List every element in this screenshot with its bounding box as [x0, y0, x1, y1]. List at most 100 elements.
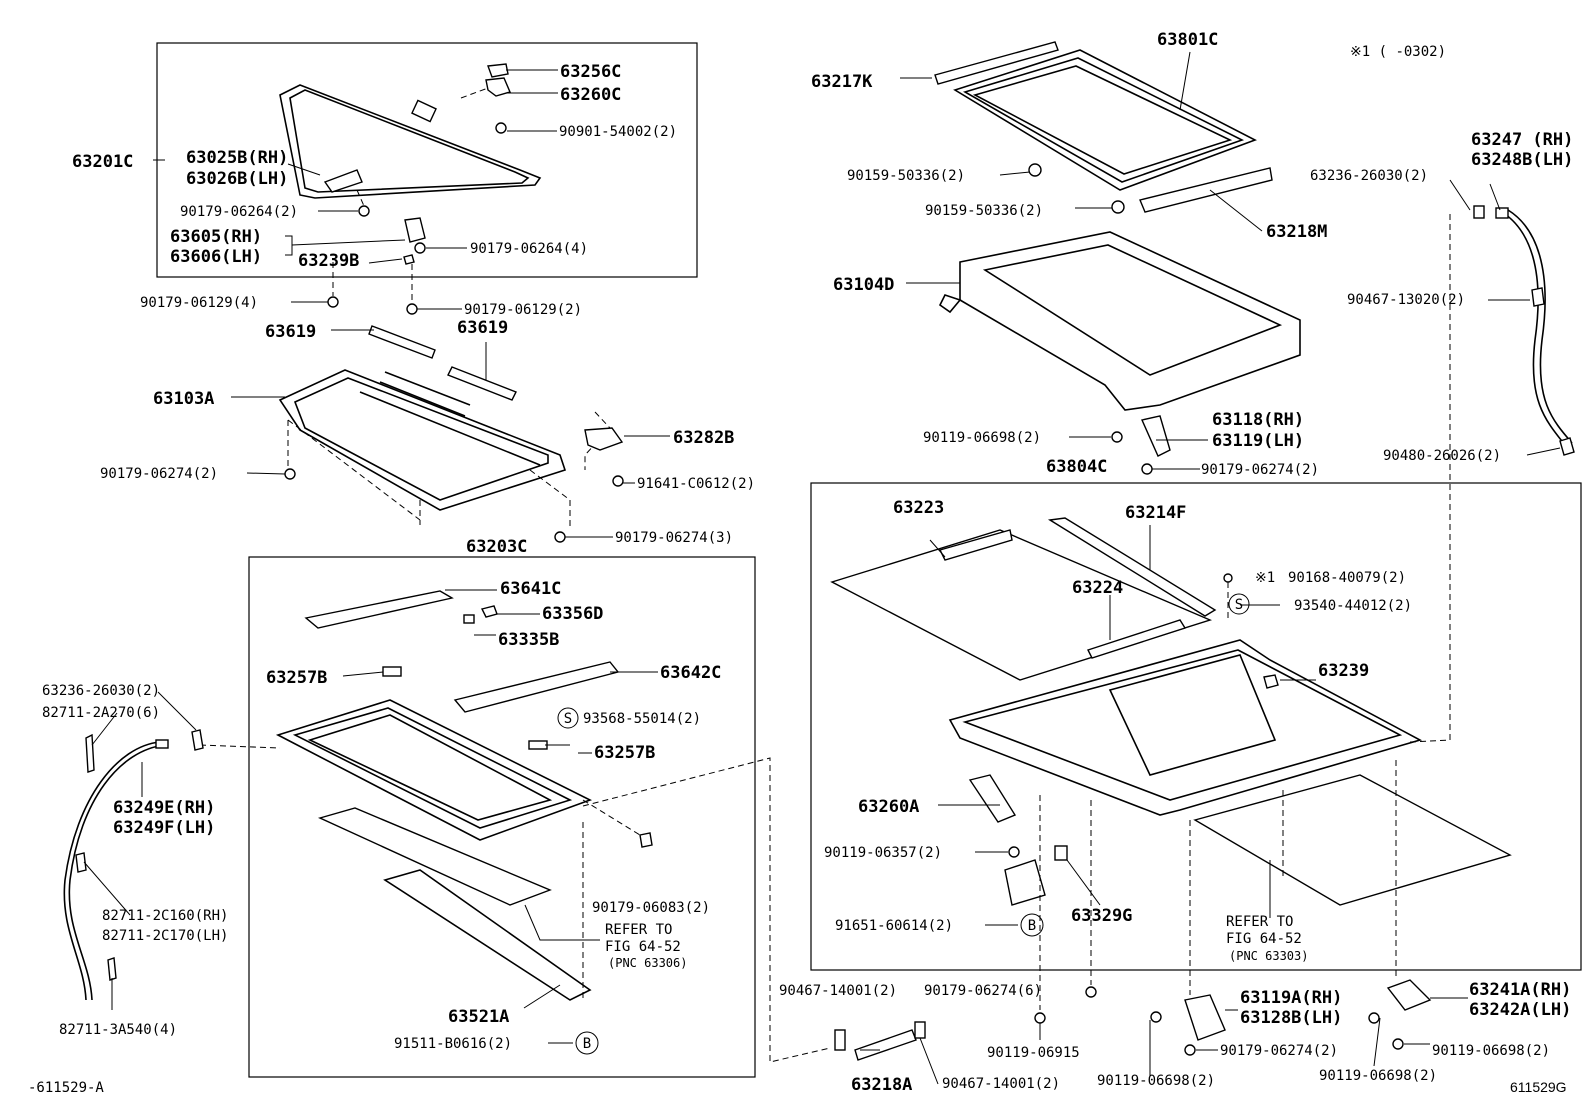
bolt [1085, 986, 1097, 998]
label-63223: 63223 [893, 498, 944, 518]
label-91651-60614: 91651-60614(2) [835, 918, 953, 934]
label-63521A: 63521A [448, 1007, 509, 1027]
label-63249E: 63249E(RH) [113, 798, 215, 818]
label-63104D: 63104D [833, 275, 894, 295]
s-marker-93540-text: S [1235, 597, 1243, 613]
label-63224: 63224 [1072, 578, 1123, 598]
rail-63642C [453, 661, 620, 713]
label-63356D: 63356D [542, 604, 603, 624]
b-marker-91651-text: B [1028, 918, 1036, 934]
bolt [1150, 1011, 1162, 1023]
label-90119-06357: 90119-06357(2) [824, 845, 942, 861]
label-63025B: 63025B(RH) [186, 148, 288, 168]
label-82711-2A270: 82711-2A270(6) [42, 705, 160, 721]
s-marker-93568-text: S [564, 711, 572, 727]
label-90467-14001-b: 90467-14001(2) [942, 1076, 1060, 1092]
label-63642C: 63642C [660, 663, 721, 683]
bolt [1008, 846, 1020, 858]
group-box-63804C [810, 482, 1582, 971]
label-90467-13020: 90467-13020(2) [1347, 292, 1465, 308]
footer-left: -611529-A [28, 1080, 104, 1096]
bolt [1368, 1012, 1380, 1024]
label-63248B: 63248B(LH) [1471, 150, 1573, 170]
bracket-63119A [1184, 994, 1226, 1041]
label-90179-06129-4: 90179-06129(4) [140, 295, 258, 311]
arm-63224 [1087, 619, 1187, 659]
panel-63223 [830, 529, 1213, 681]
leader-dash [199, 744, 281, 749]
label-90119-06698-c: 90119-06698(2) [1097, 1073, 1215, 1089]
note-1: ※1 ( -0302) [1350, 44, 1446, 60]
frame-63104D [938, 231, 1301, 411]
label-63801C: 63801C [1157, 30, 1218, 50]
bracket-63118 [1141, 415, 1171, 457]
glass-panel-63201C [279, 84, 542, 199]
s-marker-93568: S [557, 707, 579, 729]
rail-63214F [1047, 517, 1217, 617]
label-63641C: 63641C [500, 579, 561, 599]
clip-90467-a [834, 1029, 846, 1051]
motor-63260A [968, 774, 1017, 823]
label-90119-06698-d: 90119-06698(2) [1319, 1068, 1437, 1084]
leader-dash [287, 419, 571, 530]
part-63335B [463, 614, 475, 624]
label-63282B: 63282B [673, 428, 734, 448]
label-63260A: 63260A [858, 797, 919, 817]
label-63103A: 63103A [153, 389, 214, 409]
label-91511-B0616: 91511-B0616(2) [394, 1036, 512, 1052]
bolt [1184, 1044, 1196, 1056]
b-marker-91511-text: B [583, 1036, 591, 1052]
label-90901-54002: 90901-54002(2) [559, 124, 677, 140]
bolt [1111, 200, 1125, 214]
bolt [1034, 1012, 1046, 1024]
label-63026B: 63026B(LH) [186, 169, 288, 189]
clip-90179-06083 [639, 832, 653, 848]
part-labels: 63256C 63260C 90901-54002(2) 63201C 6302… [28, 30, 1573, 1096]
frame-63804C [948, 639, 1423, 816]
label-90179-06264-2: 90179-06264(2) [180, 204, 298, 220]
leader-dash [460, 87, 489, 99]
label-90467-14001-a: 90467-14001(2) [779, 983, 897, 999]
label-90179-06274-3: 90179-06274(3) [615, 530, 733, 546]
shade-panel [317, 807, 552, 906]
strip-63218M [1139, 167, 1273, 213]
bolt [1111, 431, 1123, 443]
label-63236-26030-left: 63236-26030(2) [42, 683, 160, 699]
trim-63521A [383, 869, 592, 1001]
label-63257B-a: 63257B [266, 668, 327, 688]
label-90179-06264-4: 90179-06264(4) [470, 241, 588, 257]
label-63236-26030-right: 63236-26030(2) [1310, 168, 1428, 184]
b-marker-91651: B [1020, 913, 1044, 937]
refer-left-2: FIG 64-52 [605, 939, 681, 955]
part-63356D [480, 605, 498, 618]
label-63619-a: 63619 [265, 322, 316, 342]
bracket-63241A [1386, 979, 1432, 1011]
refer-left-3: (PNC 63306) [608, 956, 687, 970]
label-63118: 63118(RH) [1212, 410, 1304, 430]
label-63119A: 63119A(RH) [1240, 988, 1342, 1008]
refer-right-1: REFER TO [1226, 914, 1293, 930]
strip-63217K [934, 41, 1059, 85]
refer-right-3: (PNC 63303) [1229, 949, 1308, 963]
label-90159-50336-a: 90159-50336(2) [847, 168, 965, 184]
label-90119-06698-a: 90119-06698(2) [923, 430, 1041, 446]
label-90168-40079: 90168-40079(2) [1288, 570, 1406, 586]
label-63804C: 63804C [1046, 457, 1107, 477]
bolt [1141, 463, 1153, 475]
refer-left-1: REFER TO [605, 922, 672, 938]
label-82711-2C170: 82711-2C170(LH) [102, 928, 228, 944]
drain-hose-63247 [1473, 205, 1575, 456]
label-93568-55014: 93568-55014(2) [583, 711, 701, 727]
label-90179-06274-2a: 90179-06274(2) [100, 466, 218, 482]
label-63119: 63119(LH) [1212, 431, 1304, 451]
part-63257B-a [382, 666, 402, 677]
leader-dash [1409, 214, 1451, 743]
label-90119-06915: 90119-06915 [987, 1045, 1080, 1061]
label-90119-06698-b: 90119-06698(2) [1432, 1043, 1550, 1059]
hinge-63025B [323, 169, 426, 315]
label-90179-06274-6: 90179-06274(6) [924, 983, 1042, 999]
label-63239B: 63239B [298, 251, 359, 271]
label-90179-06274-2c: 90179-06274(2) [1220, 1043, 1338, 1059]
label-82711-2C160: 82711-2C160(RH) [102, 908, 228, 924]
drain-hose-63249E [63, 729, 204, 1001]
